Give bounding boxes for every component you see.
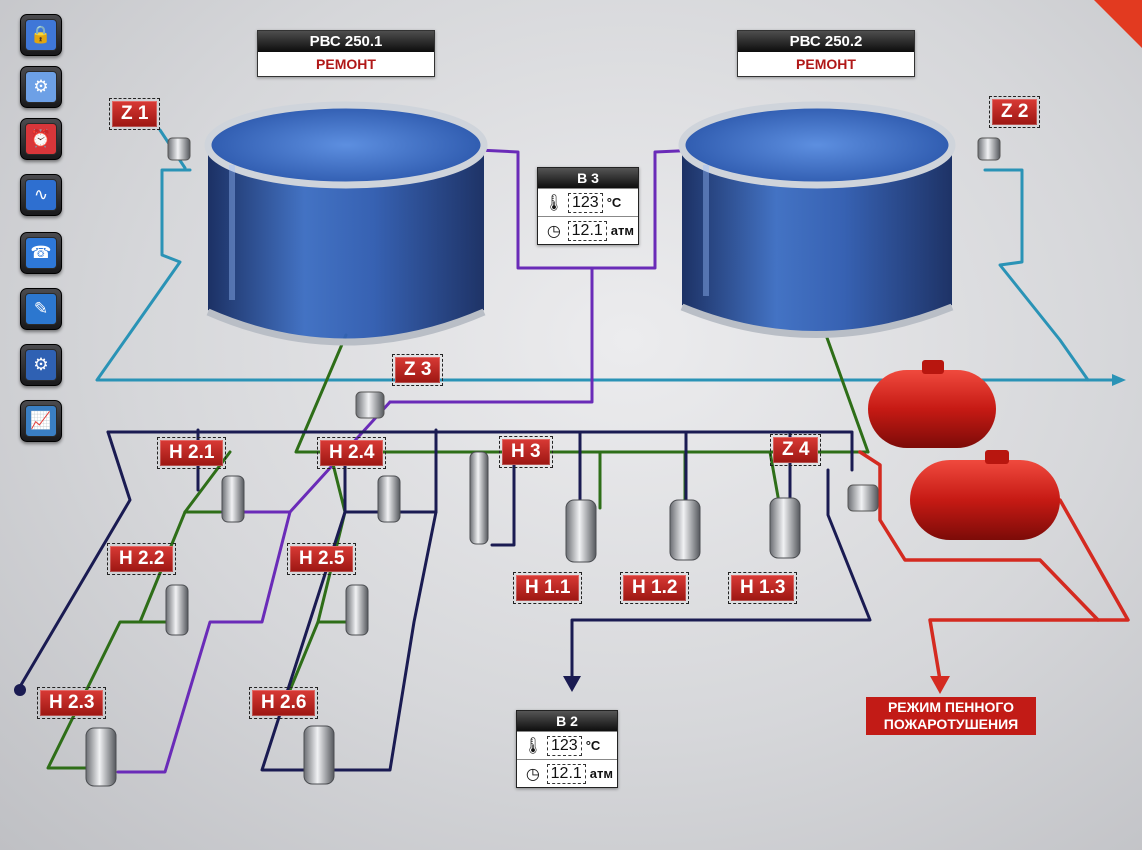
- cyan-pipe-end: [1112, 374, 1126, 386]
- pump-h2-5-text: Н 2.5: [290, 546, 354, 572]
- sensor-b3-temp-unit: °С: [606, 195, 622, 210]
- pump-h2-4-text: Н 2.4: [320, 440, 384, 466]
- pump-h2-4-label[interactable]: Н 2.4: [317, 437, 387, 469]
- valve-z3-text: Z 3: [395, 357, 441, 383]
- valve-z1-text: Z 1: [112, 101, 158, 127]
- corner-indicator: [1094, 0, 1142, 48]
- valve-z3-actuator[interactable]: [355, 391, 385, 419]
- sensor-b3[interactable]: В 3 🌡 123 °С ◷ 12.1 атм: [537, 167, 639, 245]
- pump-h1-3-label[interactable]: Н 1.3: [728, 572, 798, 604]
- valve-button[interactable]: ⚙: [20, 66, 62, 108]
- pump-h2-3[interactable]: [85, 727, 117, 787]
- pump-h2-4[interactable]: [377, 475, 401, 523]
- chart-icon: 📈: [25, 405, 57, 437]
- lock-button[interactable]: 🔒: [20, 14, 62, 56]
- red-arrow: [930, 676, 950, 694]
- navy-pipe: [16, 428, 872, 772]
- pump-h2-2-text: Н 2.2: [110, 546, 174, 572]
- tank-rvs-250-1[interactable]: [204, 101, 488, 346]
- pump-h1-1-text: Н 1.1: [516, 575, 580, 601]
- valve-z2-label[interactable]: Z 2: [989, 96, 1041, 128]
- sensor-b3-temp-value: 123: [568, 192, 603, 213]
- pump-h2-5[interactable]: [345, 584, 369, 636]
- tank-2-status: РЕМОНТ: [796, 56, 856, 72]
- sensor-b3-temperature: 🌡 123 °С: [538, 188, 638, 216]
- sensor-b2-pressure-value: 12.1: [546, 763, 586, 784]
- navy-arrow: [563, 676, 581, 692]
- navy-pipe-end: [14, 684, 26, 696]
- notebook-icon: ✎: [25, 293, 57, 325]
- pump-h2-2[interactable]: [165, 584, 189, 636]
- foam-mode-line-2: ПОЖАРОТУШЕНИЯ: [883, 716, 1019, 732]
- pump-h1-2-text: Н 1.2: [623, 575, 687, 601]
- sensor-b2-title: В 2: [517, 711, 617, 731]
- phone-button[interactable]: ☎: [20, 232, 62, 274]
- valve-z4-label[interactable]: Z 4: [770, 434, 822, 466]
- pump-h2-6[interactable]: [303, 725, 335, 785]
- valve-z1-actuator[interactable]: [167, 137, 191, 161]
- pump-h2-6-text: Н 2.6: [252, 690, 316, 716]
- valve-z2-text: Z 2: [992, 99, 1038, 125]
- settings-button[interactable]: ⚙: [20, 344, 62, 386]
- sensor-b3-pressure-unit: атм: [610, 223, 634, 238]
- sensor-b3-pressure-value: 12.1: [567, 220, 607, 241]
- tank-2-name: РВС 250.2: [738, 31, 914, 52]
- pump-h2-1-text: Н 2.1: [160, 440, 224, 466]
- lock-icon: 🔒: [25, 19, 57, 51]
- pump-h1-3[interactable]: [769, 497, 801, 559]
- tank-2-header[interactable]: РВС 250.2 РЕМОНТ: [737, 30, 915, 77]
- sensor-b3-title: В 3: [538, 168, 638, 188]
- pump-h1-3-text: Н 1.3: [731, 575, 795, 601]
- pump-h1-1[interactable]: [565, 499, 597, 563]
- sensor-b3-pressure: ◷ 12.1 атм: [538, 216, 638, 244]
- valve-z4-actuator[interactable]: [847, 484, 879, 512]
- gauge-icon: ◷: [525, 764, 540, 783]
- valve-z1-label[interactable]: Z 1: [109, 98, 161, 130]
- pump-h2-6-label[interactable]: Н 2.6: [249, 687, 319, 719]
- alarm-button[interactable]: ⏰: [20, 118, 62, 160]
- foam-tank-1[interactable]: [868, 360, 996, 448]
- pump-h3[interactable]: [469, 451, 489, 545]
- thermometer-icon: 🌡: [543, 193, 565, 212]
- pump-h1-2[interactable]: [669, 499, 701, 561]
- pump-h2-1[interactable]: [221, 475, 245, 523]
- sensor-b2-temperature: 🌡 123 °С: [517, 731, 617, 759]
- pump-h2-5-label[interactable]: Н 2.5: [287, 543, 357, 575]
- sensor-b2-temp-unit: °С: [585, 738, 601, 753]
- alarm-clock-icon: ⏰: [25, 123, 57, 155]
- sensor-b2-pressure: ◷ 12.1 атм: [517, 759, 617, 787]
- tank-1-name: РВС 250.1: [258, 31, 434, 52]
- pump-h1-2-label[interactable]: Н 1.2: [620, 572, 690, 604]
- journal-button[interactable]: ✎: [20, 288, 62, 330]
- pump-h3-text: Н 3: [502, 439, 550, 465]
- tank-1-header[interactable]: РВС 250.1 РЕМОНТ: [257, 30, 435, 77]
- pump-h2-1-label[interactable]: Н 2.1: [157, 437, 227, 469]
- waveform-icon: ∿: [25, 179, 57, 211]
- pump-h2-3-label[interactable]: Н 2.3: [37, 687, 107, 719]
- gauge-icon: ◷: [546, 221, 561, 240]
- pump-h2-3-text: Н 2.3: [40, 690, 104, 716]
- tank-1-status: РЕМОНТ: [316, 56, 376, 72]
- trend-button[interactable]: ∿: [20, 174, 62, 216]
- sensor-b2-pressure-unit: атм: [589, 766, 613, 781]
- thermometer-icon: 🌡: [522, 736, 544, 755]
- valve-icon: ⚙: [25, 71, 57, 103]
- gear-icon: ⚙: [25, 349, 57, 381]
- pump-h3-label[interactable]: Н 3: [499, 436, 553, 468]
- valve-z4-text: Z 4: [773, 437, 819, 463]
- purple-pipe: [116, 148, 702, 774]
- valve-z2-actuator[interactable]: [977, 137, 1001, 161]
- phone-icon: ☎: [25, 237, 57, 269]
- sensor-b2-temp-value: 123: [547, 735, 582, 756]
- chart-button[interactable]: 📈: [20, 400, 62, 442]
- tank-rvs-250-2[interactable]: [678, 101, 956, 338]
- pump-h1-1-label[interactable]: Н 1.1: [513, 572, 583, 604]
- foam-tank-2[interactable]: [910, 450, 1060, 540]
- foam-mode-line-1: РЕЖИМ ПЕННОГО: [887, 699, 1015, 715]
- foam-mode-button[interactable]: РЕЖИМ ПЕННОГО ПОЖАРОТУШЕНИЯ: [866, 697, 1036, 735]
- sensor-b2[interactable]: В 2 🌡 123 °С ◷ 12.1 атм: [516, 710, 618, 788]
- valve-z3-label[interactable]: Z 3: [392, 354, 444, 386]
- pump-h2-2-label[interactable]: Н 2.2: [107, 543, 177, 575]
